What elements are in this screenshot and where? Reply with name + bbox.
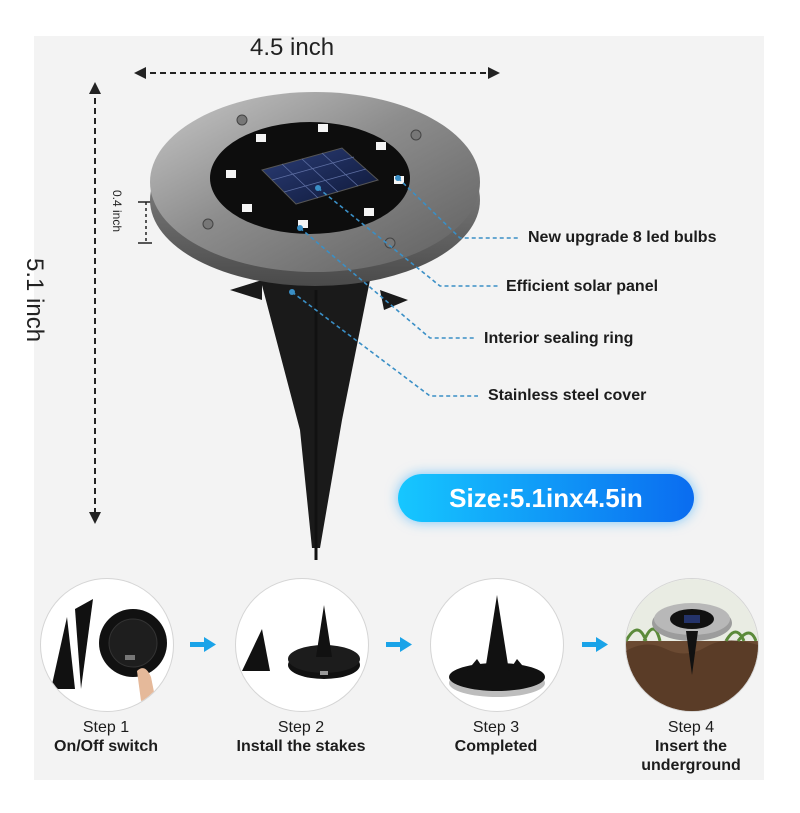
width-label: 4.5 inch — [250, 34, 335, 61]
step-1-desc: On/Off switch — [54, 738, 158, 755]
size-badge: Size:5.1inx4.5in — [398, 474, 694, 522]
width-dimension-line — [134, 67, 500, 79]
thickness-dimension-line — [138, 201, 152, 244]
step-4-image — [625, 578, 759, 712]
step-2-label: Step 2 Install the stakes — [221, 718, 381, 756]
callout-sealing-ring: Interior sealing ring — [484, 330, 634, 347]
step-3-label: Step 3 Completed — [416, 718, 576, 756]
thickness-label: 0.4 inch — [110, 190, 124, 233]
callout-led-bulbs: New upgrade 8 led bulbs — [528, 229, 717, 246]
installed-light-icon — [626, 579, 758, 711]
step-4-label: Step 4 Insert the underground — [611, 718, 771, 775]
step-3-number: Step 3 — [472, 719, 520, 736]
callout-steel-cover: Stainless steel cover — [488, 387, 647, 404]
height-label: 5.1 inch — [21, 258, 48, 343]
size-badge-text: Size:5.1inx4.5in — [449, 483, 643, 513]
height-dimension-line — [89, 82, 101, 524]
step-1-image — [40, 578, 174, 712]
callout-leader-lines — [291, 177, 520, 397]
step-3-desc: Completed — [454, 738, 538, 755]
callout-solar-panel: Efficient solar panel — [506, 278, 659, 295]
step-4-desc: Insert the underground — [641, 738, 741, 774]
step-2-number: Step 2 — [277, 719, 325, 736]
assembled-light-icon — [449, 595, 545, 697]
step-2-image — [235, 578, 369, 712]
step-1-number: Step 1 — [82, 719, 130, 736]
switch-icon — [51, 599, 167, 701]
step-3-image — [430, 578, 564, 712]
step-2-desc: Install the stakes — [236, 738, 366, 755]
solar-panel — [261, 147, 380, 205]
step-4-number: Step 4 — [667, 719, 715, 736]
step-arrows — [190, 637, 608, 652]
ground-stake — [230, 270, 408, 560]
stake-install-icon — [242, 605, 360, 679]
step-1-label: Step 1 On/Off switch — [26, 718, 186, 756]
